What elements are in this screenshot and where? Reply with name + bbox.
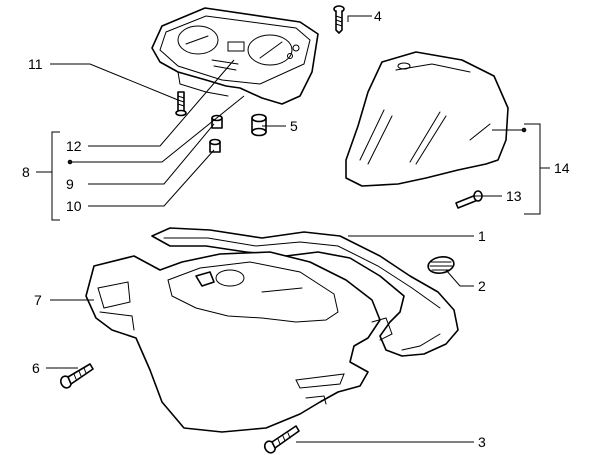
- callout-12: 12: [66, 138, 82, 154]
- bracket-8: [51, 131, 60, 221]
- leader-lines: [36, 15, 550, 443]
- callout-3: 3: [478, 434, 486, 450]
- rubber-cap-part-2: [427, 256, 455, 274]
- callout-2: 2: [478, 278, 486, 294]
- attach-dot-14: [521, 127, 527, 133]
- callout-5: 5: [290, 118, 298, 134]
- screw-part-3: [263, 425, 300, 454]
- handlebar-cover-part-7: [85, 251, 393, 433]
- callout-9: 9: [66, 176, 74, 192]
- screw-part-11: [175, 91, 187, 117]
- callout-6: 6: [32, 360, 40, 376]
- callout-4: 4: [374, 8, 382, 24]
- callout-14: 14: [554, 160, 570, 176]
- leader-8: [70, 95, 245, 163]
- attach-dot-8: [67, 159, 73, 165]
- screw-part-4: [333, 5, 345, 34]
- callout-10: 10: [66, 198, 82, 214]
- leader-10: [88, 149, 215, 207]
- leader-11: [50, 63, 179, 101]
- callout-1: 1: [478, 228, 486, 244]
- bracket-14: [524, 123, 541, 215]
- leader-2: [445, 269, 474, 287]
- bulb-part-10: [209, 138, 221, 153]
- leader-9: [88, 123, 215, 185]
- callout-7: 7: [34, 292, 42, 308]
- callout-11: 11: [28, 56, 43, 72]
- callout-labels: 4 11 5 12 8 9 10 14 13 1 2 7 6 3: [22, 8, 570, 450]
- leader-12: [88, 59, 235, 147]
- callout-13: 13: [506, 188, 522, 204]
- leader-4: [347, 15, 372, 22]
- screw-part-13: [455, 190, 483, 209]
- callout-8: 8: [22, 164, 30, 180]
- screw-part-6: [60, 363, 94, 389]
- instrument-cluster: [151, 7, 319, 105]
- windshield-part-14: [345, 51, 509, 187]
- grommet-part-5: [251, 113, 267, 137]
- handlebar-cover-part-1: [151, 227, 459, 357]
